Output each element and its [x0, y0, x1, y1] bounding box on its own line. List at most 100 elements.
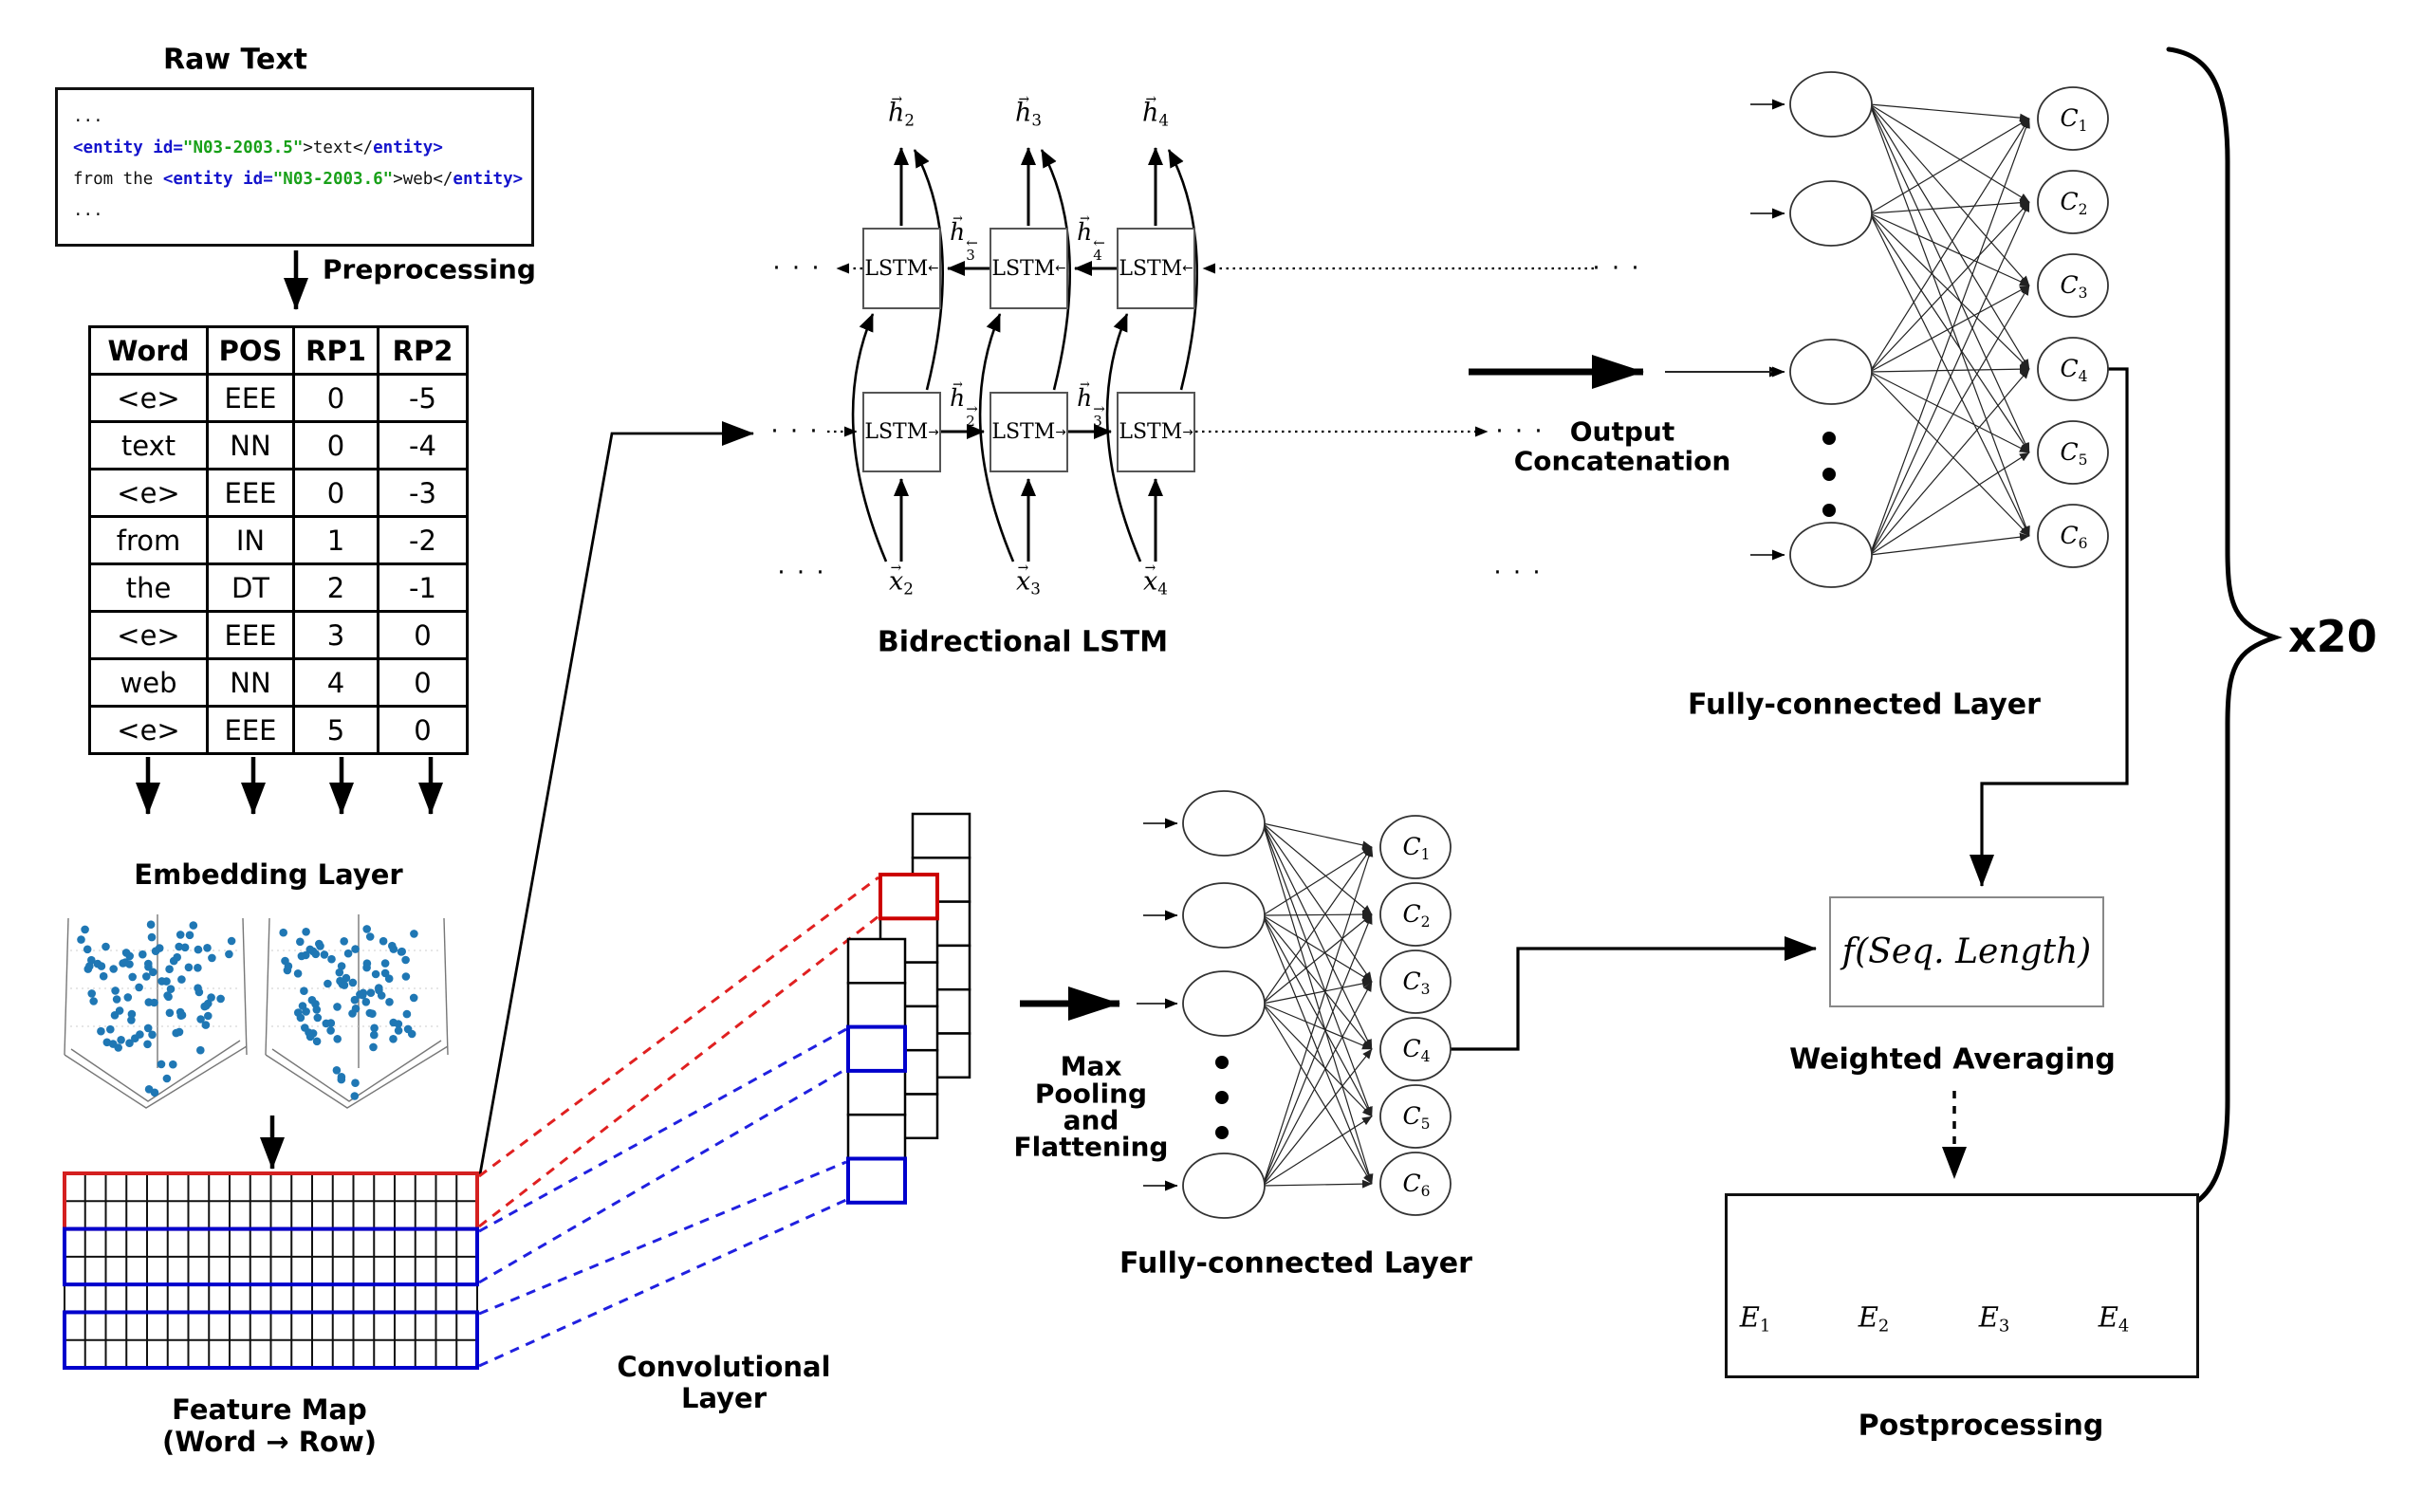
ellipsis-x-left: · · ·	[777, 559, 826, 587]
table-cell: 4	[292, 657, 379, 708]
fseq-connectors	[1451, 367, 2129, 1179]
fc-output-label: C4	[1402, 1035, 1431, 1065]
embedding-scatter-plot	[265, 914, 449, 1109]
table-cell: <e>	[88, 468, 209, 518]
fc-output-label: C5	[1402, 1102, 1431, 1133]
output-concat-label-1: Output	[1569, 415, 1675, 448]
h3-forward-label: →h→3	[1077, 376, 1105, 431]
table-cell: 0	[377, 705, 469, 755]
maxpool-label-2: Pooling	[1034, 1078, 1148, 1110]
fc-layer-bottom	[1137, 790, 1452, 1219]
h3-output-label: →h3	[1014, 89, 1043, 130]
fseq-box: f(Seq. Length)	[1829, 896, 2104, 1007]
raw-text-title: Raw Text	[162, 43, 308, 77]
maxpool-label-4: Flattening	[1013, 1131, 1169, 1163]
entity-E1: E1	[1739, 1300, 1771, 1337]
table-cell: -4	[377, 420, 469, 470]
entity-E4: E4	[2098, 1300, 2130, 1337]
table-header: POS	[206, 325, 295, 376]
conv-feature-columns	[846, 812, 971, 1205]
lstm-backward-box-2: LSTM←	[990, 228, 1068, 309]
fc-output-label: C4	[2060, 355, 2088, 385]
feature-map-grid	[63, 1171, 479, 1371]
x3-input-label: →x3	[1016, 558, 1041, 599]
feature-map-sublabel: (Word → Row)	[162, 1426, 377, 1458]
table-cell: EEE	[206, 373, 295, 423]
feature-map-label: Feature Map	[172, 1393, 367, 1426]
conv-window-connectors	[478, 876, 879, 1368]
bilstm-arrows	[851, 147, 1198, 562]
maxpool-label-1: Max	[1060, 1050, 1122, 1082]
h4-output-label: →h4	[1141, 89, 1170, 130]
fc-output-label: C2	[2060, 188, 2088, 218]
table-cell: -3	[377, 468, 469, 518]
table-cell: -2	[377, 515, 469, 565]
table-cell: -1	[377, 562, 469, 613]
fc-output-label: C6	[1402, 1170, 1431, 1200]
preprocessing-label: Preprocessing	[323, 253, 536, 286]
entity-E3: E3	[1978, 1300, 2010, 1337]
weighted-averaging-label: Weighted Averaging	[1789, 1042, 2116, 1077]
table-cell: <e>	[88, 705, 209, 755]
table-cell: 5	[292, 705, 379, 755]
fc-bottom-label: Fully-connected Layer	[1119, 1246, 1472, 1281]
table-cell: EEE	[206, 468, 295, 518]
lstm-backward-box-3: LSTM←	[1117, 228, 1195, 309]
fc-output-label: C3	[1402, 968, 1431, 998]
h3-backward-label: →h←3	[950, 210, 978, 265]
table-header: RP2	[377, 325, 469, 376]
table-header: Word	[88, 325, 209, 376]
h4-backward-label: →h←4	[1077, 210, 1105, 265]
code-line: ...	[73, 201, 103, 220]
lstm-forward-box-2: LSTM→	[990, 392, 1068, 472]
fc-top-label: Fully-connected Layer	[1688, 688, 2041, 722]
table-cell: 0	[292, 420, 379, 470]
table-cell: 2	[292, 562, 379, 613]
maxpool-label-3: and	[1063, 1104, 1119, 1136]
table-cell: 0	[292, 373, 379, 423]
lstm-forward-box-1: LSTM→	[862, 392, 941, 472]
table-cell: text	[88, 420, 209, 470]
embedding-scatter-plot	[64, 914, 248, 1109]
table-cell: from	[88, 515, 209, 565]
table-cell: <e>	[88, 373, 209, 423]
ellipsis-backward-left: · · ·	[772, 254, 822, 283]
table-cell: NN	[206, 657, 295, 708]
postprocessing-box	[1725, 1193, 2199, 1378]
table-cell: <e>	[88, 610, 209, 660]
x2-input-label: →x2	[889, 558, 914, 599]
fc-layer-top	[1665, 71, 2109, 588]
lstm-forward-box-3: LSTM→	[1117, 392, 1195, 472]
ellipsis-forward-left: · · ·	[770, 417, 820, 446]
flow-arrows	[136, 250, 754, 1175]
raw-text-box: ...<entity id="N03-2003.5">text</entity>…	[55, 87, 534, 247]
table-cell: 3	[292, 610, 379, 660]
fc-output-label: C1	[2060, 104, 2088, 135]
h2-forward-label: →h→2	[950, 376, 978, 431]
fc-output-label: C1	[1402, 833, 1431, 863]
table-cell: DT	[206, 562, 295, 613]
table-cell: IN	[206, 515, 295, 565]
fc-output-label: C2	[1402, 900, 1431, 931]
table-cell: 0	[377, 610, 469, 660]
code-line: ...	[73, 107, 103, 126]
conv-layer-label-1: Convolutional	[617, 1351, 831, 1383]
x4-input-label: →x4	[1143, 558, 1168, 599]
output-concat-label-2: Concatenation	[1513, 445, 1731, 477]
ellipsis-backward-right: · · ·	[1592, 254, 1641, 283]
x20-brace	[2166, 46, 2283, 1215]
x20-label: x20	[2288, 611, 2377, 662]
table-cell: 0	[377, 657, 469, 708]
raw-text-code: ...<entity id="N03-2003.5">text</entity>…	[58, 90, 531, 227]
postprocessing-label: Postprocessing	[1858, 1409, 2104, 1443]
conv-layer-label-2: Layer	[680, 1382, 768, 1414]
lstm-backward-box-1: LSTM←	[862, 228, 941, 309]
ellipsis-x-right: · · ·	[1493, 559, 1543, 587]
